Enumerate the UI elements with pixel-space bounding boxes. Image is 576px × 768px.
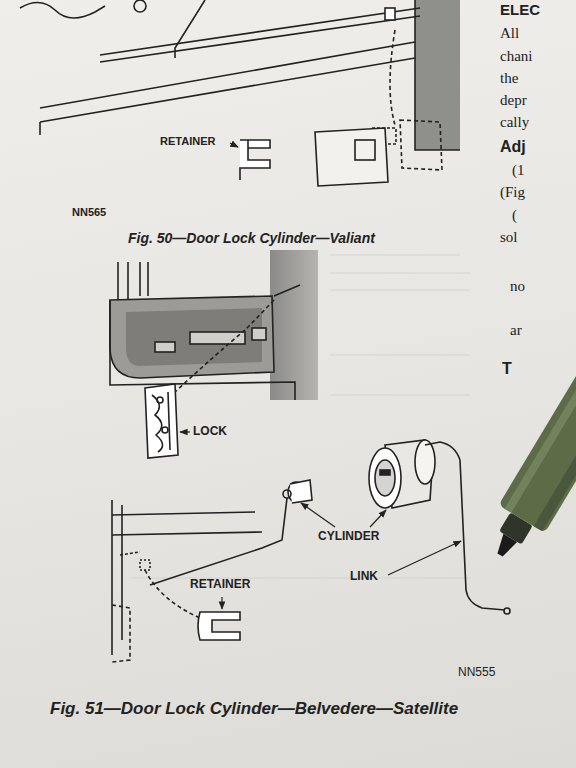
part-label: LOCK <box>193 425 227 438</box>
text-fragment: All <box>500 25 519 42</box>
text-fragment: the <box>500 70 518 87</box>
door-fig51 <box>110 250 510 662</box>
figure-caption: Fig. 50—Door Lock Cylinder—Valiant <box>128 231 375 246</box>
text-fragment: sol <box>500 229 518 246</box>
text-fragment: ar <box>510 322 522 339</box>
figure-number: NN565 <box>72 206 106 218</box>
text-fragment: T <box>502 360 512 378</box>
part-label: CYLINDER <box>318 530 379 543</box>
marker-pen <box>477 282 576 569</box>
text-fragment: Adj <box>500 138 526 156</box>
text-fragment: cally <box>500 114 529 131</box>
door-fig50 <box>20 0 460 186</box>
text-fragment: (Fig <box>500 184 525 201</box>
text-fragment: chani <box>500 48 532 65</box>
figure-number: NN555 <box>458 666 495 679</box>
text-fragment: ( <box>512 207 517 224</box>
text-fragment: (1 <box>512 162 525 179</box>
part-label: RETAINER <box>160 135 215 147</box>
part-label: LINK <box>350 570 378 583</box>
text-fragment: ELEC <box>500 2 540 19</box>
text-fragment: no <box>510 278 525 295</box>
part-label: RETAINER <box>190 578 250 591</box>
figure-caption: Fig. 51—Door Lock Cylinder—Belvedere—Sat… <box>50 700 458 719</box>
text-fragment: depr <box>500 92 527 109</box>
